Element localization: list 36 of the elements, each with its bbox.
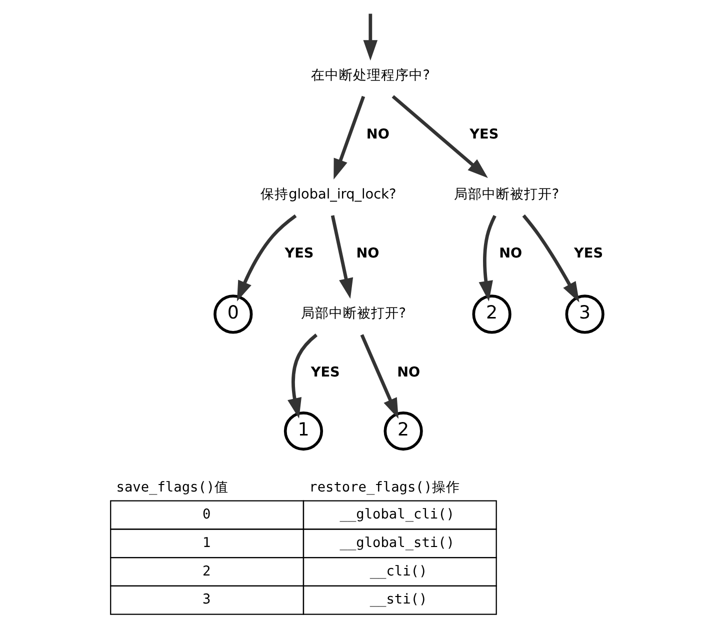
node-text: 局部中断被打开? [300, 306, 406, 322]
node-circle: 1 [283, 411, 323, 451]
label: 0 [202, 506, 210, 523]
arrow [330, 215, 353, 299]
node-text: 保持global_irq_lock? [260, 186, 396, 203]
node-circle: 2 [383, 411, 422, 451]
node-circle: 2 [472, 294, 511, 334]
label: 1 [202, 534, 210, 551]
label: 2 [202, 563, 210, 580]
edge-label: YES [574, 246, 603, 262]
label: __cli() [369, 563, 427, 580]
edge-label: YES [469, 126, 498, 142]
arrow [478, 215, 496, 302]
label: __global_cli() [339, 506, 454, 523]
arrow [391, 95, 488, 178]
node-text: 局部中断被打开? [453, 186, 559, 203]
arrow [333, 96, 365, 180]
label: restore_flags()操作 [308, 479, 460, 496]
edge-label: NO [356, 246, 379, 262]
edge-label: NO [366, 126, 389, 142]
label: 3 [202, 592, 210, 608]
edge-label: YES [310, 364, 340, 381]
label: __global_sti() [339, 534, 454, 551]
arrow [287, 334, 318, 418]
label: __sti() [369, 592, 427, 608]
node-circle: 0 [213, 294, 252, 334]
arrow [522, 214, 579, 302]
label: save_flags()值 [116, 479, 228, 496]
arrow [362, 14, 378, 61]
edge-label: NO [396, 364, 420, 381]
node-circle: 3 [564, 294, 604, 334]
edge-label: NO [498, 246, 522, 262]
node-text: 在中断处理程序中? [310, 67, 430, 84]
edge-label: YES [284, 246, 314, 262]
arrow [360, 334, 398, 419]
arrow [236, 214, 296, 302]
